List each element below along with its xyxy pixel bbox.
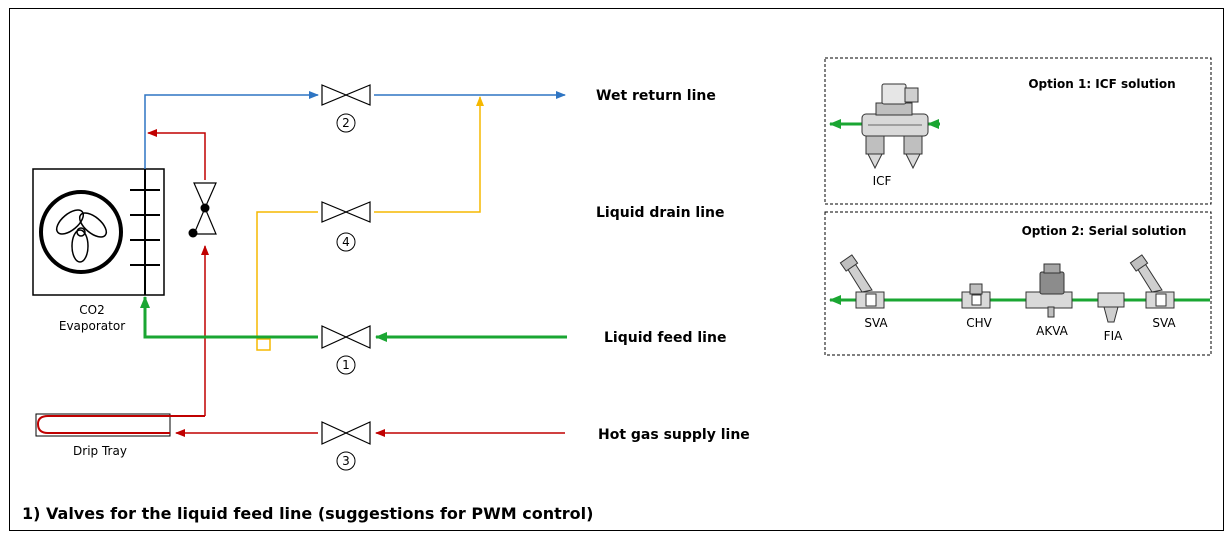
co2-evaporator	[32, 168, 165, 296]
sva-label-1: SVA	[864, 316, 888, 330]
liquid-drain-label: Liquid drain line	[596, 205, 724, 221]
valve-1	[321, 325, 371, 375]
fan-blades-icon	[55, 209, 108, 263]
evaporator-label-1: CO2	[79, 303, 104, 317]
fia-label: FIA	[1104, 329, 1123, 343]
fia-filter-icon	[1097, 292, 1125, 323]
fan-icon	[39, 190, 123, 274]
icf-valve-icon	[829, 83, 940, 170]
wet-return-label: Wet return line	[596, 88, 716, 104]
akva-valve-icon	[1025, 263, 1073, 318]
valve-1-number: 1	[342, 358, 350, 372]
valve-4	[321, 201, 371, 252]
valve-2-number: 2	[342, 116, 350, 130]
sva-valve-icon-2	[1129, 254, 1175, 309]
option-1-title: Option 1: ICF solution	[1028, 77, 1175, 91]
valve-3-number: 3	[342, 454, 350, 468]
figure-caption: 1) Valves for the liquid feed line (sugg…	[22, 504, 594, 523]
sva-valve-icon	[839, 254, 885, 309]
valve-4-number: 4	[342, 235, 350, 249]
drip-tray-label: Drip Tray	[73, 444, 127, 458]
valve-3	[321, 421, 371, 471]
diagram-frame	[9, 8, 1224, 531]
hot-gas-label: Hot gas supply line	[598, 427, 750, 443]
chv-label: CHV	[966, 316, 992, 330]
liquid-drain-pipe	[256, 96, 484, 351]
liquid-feed-label: Liquid feed line	[604, 330, 726, 346]
sva-label-2: SVA	[1152, 316, 1176, 330]
option-1-box	[824, 57, 1212, 205]
check-valve-icon	[188, 182, 217, 238]
liquid-feed-pipe	[140, 296, 567, 342]
hot-gas-pipe	[147, 129, 565, 437]
wet-return-pipe	[144, 91, 566, 169]
option-2-box	[824, 211, 1212, 356]
valve-2	[321, 84, 371, 133]
evaporator-label-2: Evaporator	[59, 319, 125, 333]
icf-label: ICF	[873, 174, 892, 188]
drip-tray	[35, 413, 205, 437]
akva-label: AKVA	[1036, 324, 1069, 338]
chv-valve-icon	[961, 283, 991, 309]
option-2-title: Option 2: Serial solution	[1022, 224, 1187, 238]
